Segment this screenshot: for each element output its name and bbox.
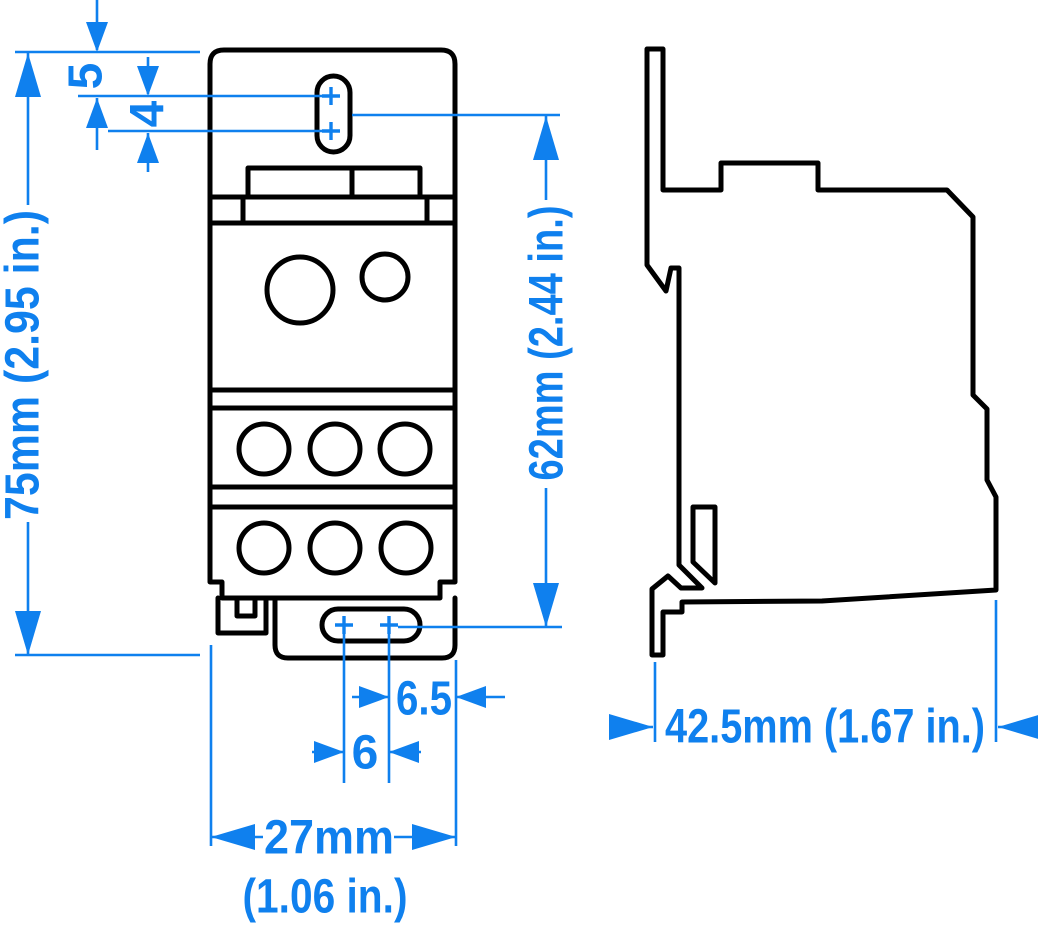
bottom-hole-to-edge-label: 6.5 bbox=[396, 673, 452, 726]
bottom-hole-gap-label: 6 bbox=[352, 727, 379, 780]
arrow-right-icon bbox=[412, 824, 456, 850]
arrow-down-icon bbox=[533, 583, 559, 627]
front-bottom-slot bbox=[319, 606, 423, 644]
dimension-labels: 75mm (2.95 in.) 5 4 62mm (2.44 in.) 6.5 … bbox=[0, 63, 985, 924]
front-top-slot bbox=[314, 73, 353, 155]
arrow-left-icon bbox=[389, 741, 419, 763]
top-slot-hole-gap-label: 4 bbox=[122, 100, 175, 127]
front-bottom-section bbox=[272, 595, 458, 661]
overall-depth-label: 42.5mm (1.67 in.) bbox=[665, 701, 985, 754]
arrow-right-icon bbox=[609, 714, 653, 740]
front-body-outline bbox=[207, 47, 458, 601]
top-slot-offset-label: 5 bbox=[60, 63, 113, 90]
arrow-left-icon bbox=[456, 686, 486, 708]
front-band-lines bbox=[207, 194, 458, 510]
arrow-left-icon bbox=[211, 824, 255, 850]
arrow-up-icon bbox=[533, 116, 559, 160]
front-hole-row3-2 bbox=[307, 520, 363, 576]
front-band-ticks bbox=[240, 194, 430, 226]
dimension-graphics bbox=[15, 0, 1038, 850]
front-hole-row2-2 bbox=[307, 421, 363, 477]
front-hole-large bbox=[264, 254, 336, 326]
side-din-rail-slot bbox=[690, 504, 718, 586]
arrow-down-icon bbox=[15, 611, 41, 655]
front-hole-row3-1 bbox=[236, 520, 292, 576]
arrow-down-icon bbox=[86, 22, 108, 52]
overall-width-in-label: (1.06 in.) bbox=[243, 871, 408, 924]
front-latch bbox=[215, 595, 269, 636]
front-hole-row2-1 bbox=[236, 421, 292, 477]
arrow-right-icon bbox=[359, 686, 389, 708]
mounting-span-label: 62mm (2.44 in.) bbox=[521, 206, 574, 481]
front-hole-row3-3 bbox=[378, 520, 434, 576]
front-hole-row2-3 bbox=[377, 421, 433, 477]
center-cross-icon bbox=[322, 87, 340, 105]
arrow-up-icon bbox=[137, 133, 159, 163]
side-view bbox=[644, 46, 999, 658]
arrow-up-icon bbox=[15, 53, 41, 97]
overall-width-mm-label: 27mm bbox=[264, 812, 394, 865]
front-top-tabs bbox=[245, 165, 423, 200]
center-cross-icon bbox=[322, 122, 340, 140]
arrow-left-icon bbox=[998, 715, 1038, 739]
arrow-down-icon bbox=[137, 66, 159, 96]
front-view bbox=[207, 47, 458, 661]
center-cross-icon bbox=[335, 616, 353, 634]
overall-height-label: 75mm (2.95 in.) bbox=[0, 210, 50, 520]
front-hole-small bbox=[359, 251, 411, 303]
arrow-right-icon bbox=[314, 741, 344, 763]
arrow-up-icon bbox=[86, 98, 108, 128]
center-cross-icon bbox=[380, 616, 398, 634]
side-body-outline bbox=[644, 46, 999, 658]
